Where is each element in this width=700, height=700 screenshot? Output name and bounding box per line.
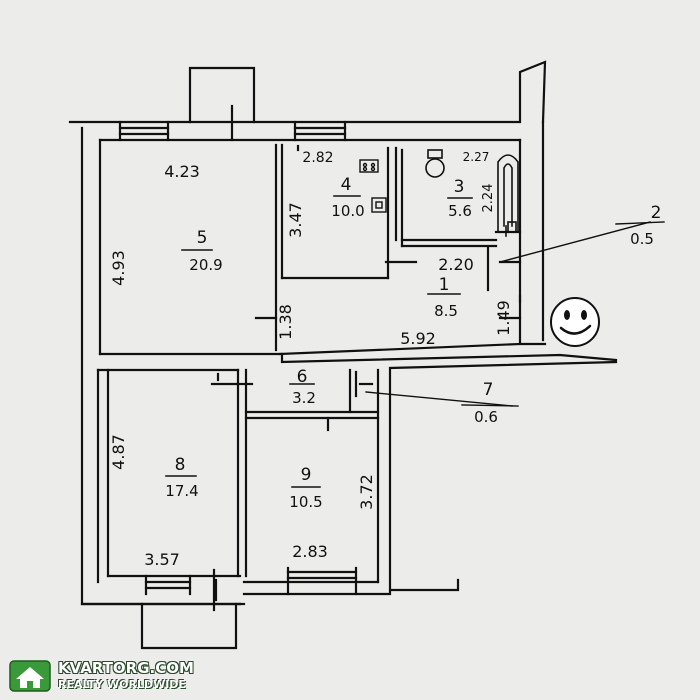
- room-label: 3: [454, 177, 465, 197]
- room-label: 7: [483, 380, 494, 400]
- interior-walls: [210, 143, 522, 602]
- room-area: 5.6: [448, 202, 472, 220]
- dimension-label: 2.82: [302, 150, 333, 166]
- underline-room-2: [615, 221, 665, 225]
- room-area: 0.6: [474, 408, 498, 426]
- outer-walls: [68, 60, 618, 606]
- watermark-name: KVARTORG.COM: [58, 658, 194, 677]
- room-label: 8: [175, 455, 186, 475]
- underline-room-7: [461, 404, 519, 407]
- house-logo-icon: [8, 657, 52, 693]
- dimension-label: 1.38: [276, 304, 295, 340]
- dimension-label: 3.57: [144, 550, 180, 569]
- room-label: 9: [301, 465, 312, 485]
- room-area: 17.4: [165, 482, 198, 500]
- sink-icon: [371, 197, 387, 213]
- dimension-label: 4.93: [109, 250, 128, 286]
- dimension-label: 3.47: [286, 202, 305, 238]
- room-label: 6: [297, 367, 308, 387]
- room-area: 10.0: [331, 202, 364, 220]
- dimension-label: 2.20: [438, 255, 474, 274]
- balcony-bottom: [140, 566, 358, 650]
- room-area: 3.2: [292, 389, 316, 407]
- watermark: KVARTORG.COM REALTY WORLDWIDE: [8, 656, 194, 694]
- room-label: 4: [341, 175, 352, 195]
- room-area: 8.5: [434, 302, 458, 320]
- leader-room-7: [365, 391, 513, 407]
- dimension-label: 1.49: [494, 300, 513, 336]
- room-area: 10.5: [289, 493, 322, 511]
- room-label: 5: [197, 228, 208, 248]
- smiley-icon: [550, 297, 600, 347]
- dimension-label: 3.72: [357, 474, 376, 510]
- room-label: 1: [439, 275, 450, 295]
- toilet-icon: [425, 149, 445, 178]
- watermark-tagline: REALTY WORLDWIDE: [58, 677, 186, 691]
- room-label: 2: [651, 203, 662, 223]
- dimension-label: 2.83: [292, 542, 328, 561]
- dimension-label: 2.27: [463, 150, 490, 164]
- bathtub-icon: [497, 154, 519, 237]
- fraction-lines: [165, 195, 473, 488]
- balcony-top: [118, 66, 347, 142]
- dimension-label: 2.24: [481, 184, 496, 213]
- room-area: 20.9: [189, 256, 222, 274]
- dimension-label: 4.87: [109, 434, 128, 470]
- room-area: 0.5: [630, 230, 654, 248]
- dimension-label: 4.23: [164, 162, 200, 181]
- stove-symbol: [359, 159, 379, 173]
- dimension-label: 5.92: [400, 329, 436, 348]
- leader-room-2: [499, 221, 651, 263]
